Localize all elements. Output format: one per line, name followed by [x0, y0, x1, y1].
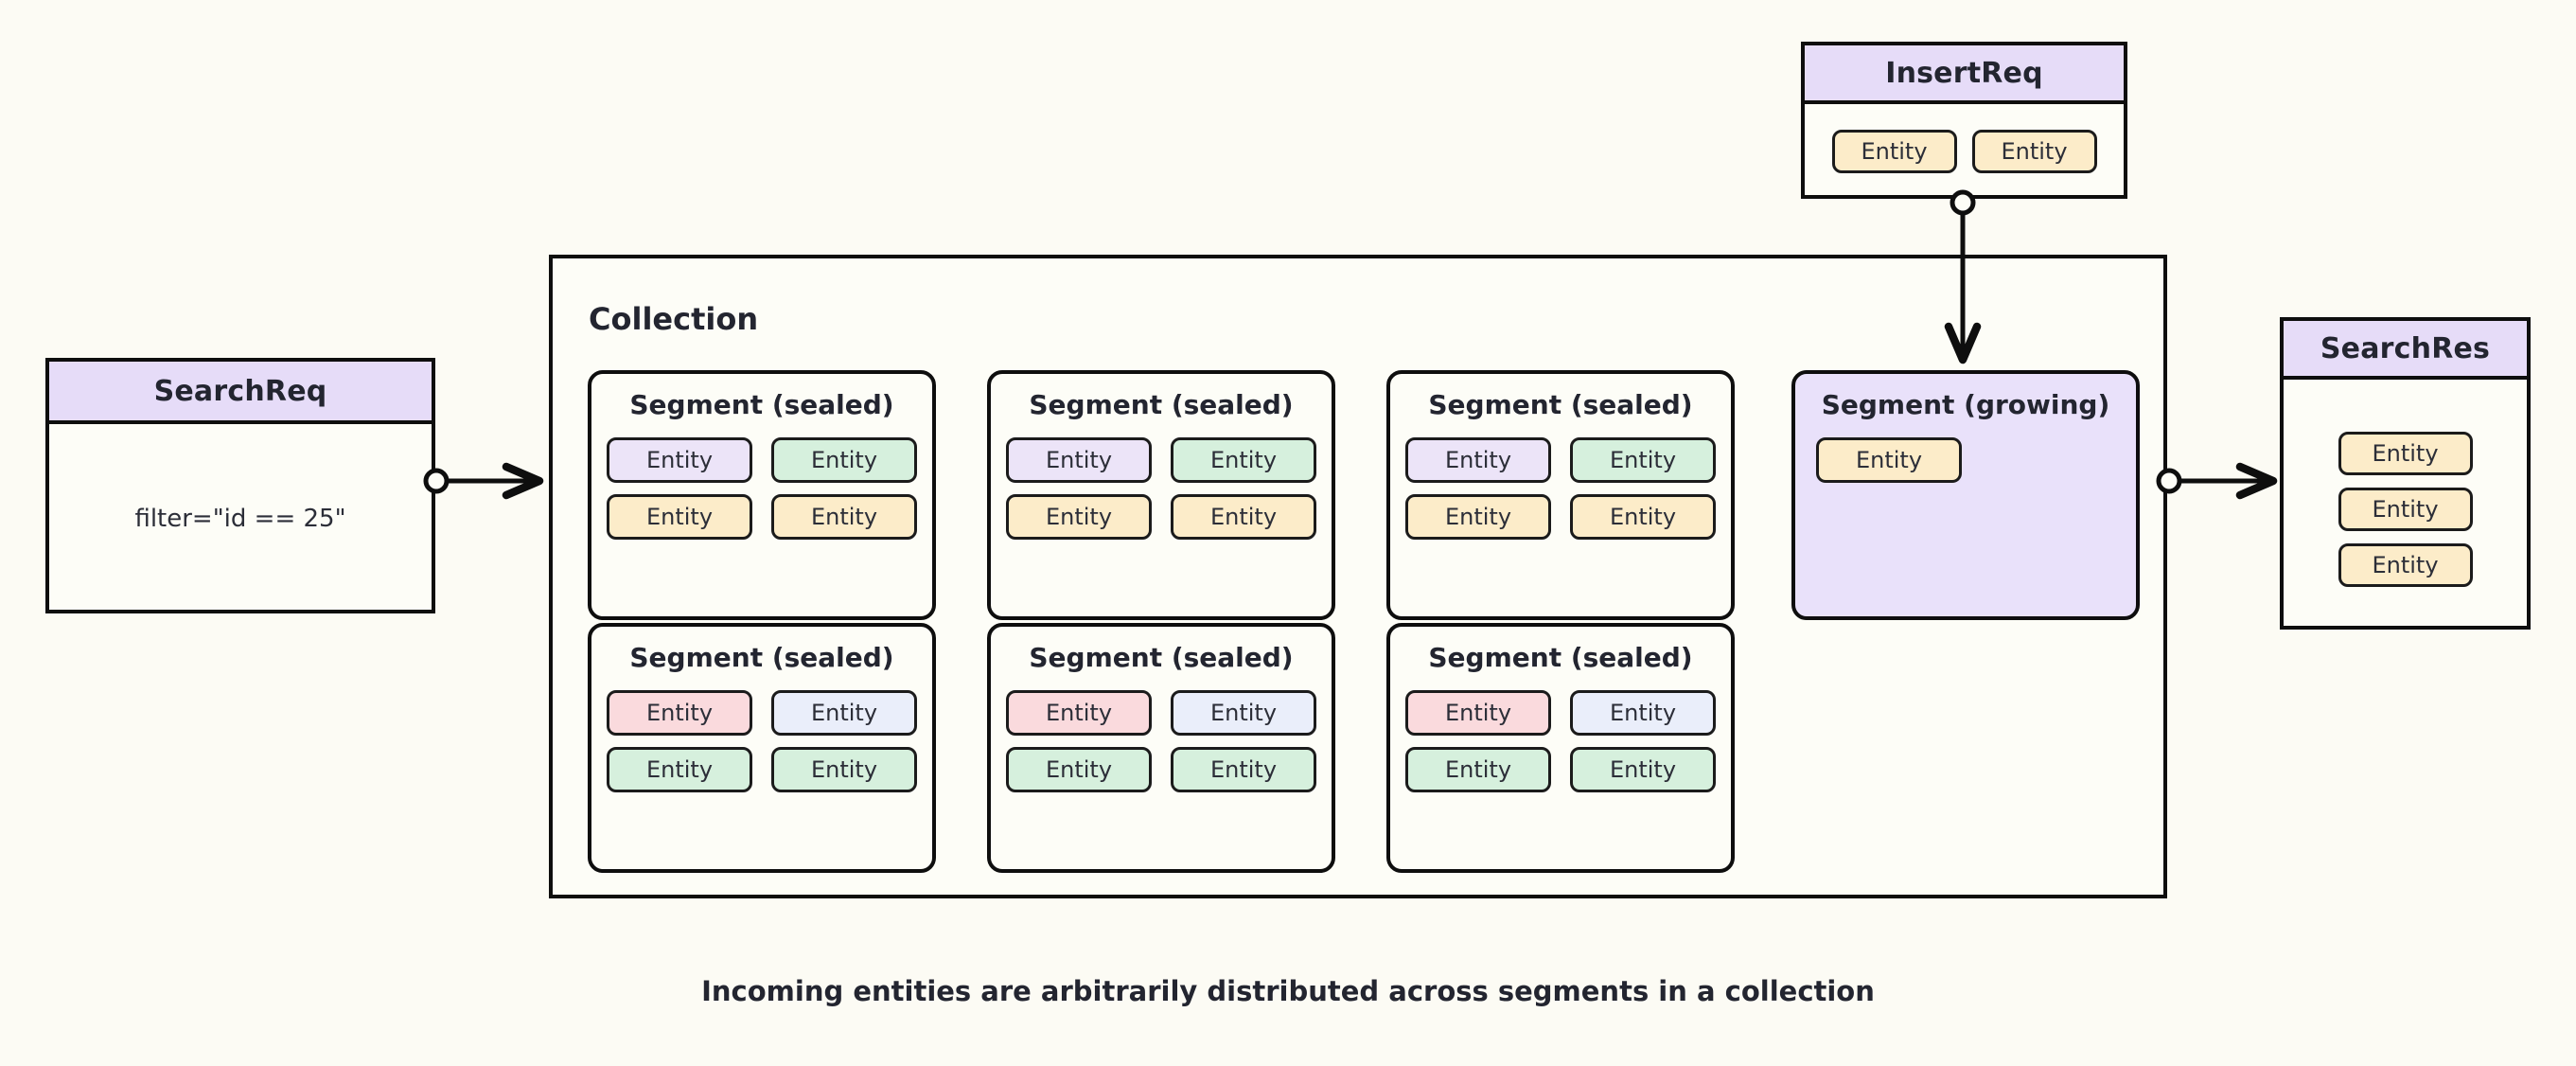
entity-chip: Entity: [771, 747, 917, 792]
entity-chip: Entity: [771, 494, 917, 540]
entity-chip: Entity: [1006, 437, 1152, 483]
entity-chip: Entity: [1171, 437, 1316, 483]
search-request-node: SearchReq filter="id == 25": [45, 358, 435, 613]
figure-caption: Incoming entities are arbitrarily distri…: [701, 975, 1875, 1007]
entity-chip: Entity: [607, 494, 752, 540]
entity-chip: Entity: [607, 747, 752, 792]
entity-chip: Entity: [2338, 543, 2473, 587]
entity-chip: Entity: [1006, 494, 1152, 540]
entity-chip: Entity: [1971, 130, 2097, 173]
entity-chip: Entity: [1171, 494, 1316, 540]
segment-title: Segment (growing): [1821, 389, 2110, 420]
insert-request-entity-list: Entity Entity: [1805, 104, 2124, 199]
entity-chip: Entity: [771, 437, 917, 483]
entity-chip: Entity: [1570, 690, 1716, 736]
connector-searchreq-to-collection: [423, 462, 544, 500]
entity-chip: Entity: [1831, 130, 1957, 173]
segment-title: Segment (sealed): [1029, 642, 1294, 673]
entity-chip: Entity: [1171, 690, 1316, 736]
entity-chip: Entity: [1405, 494, 1551, 540]
search-request-body: filter="id == 25": [49, 424, 432, 613]
entity-chip: Entity: [1405, 437, 1551, 483]
entity-chip: Entity: [607, 437, 752, 483]
entity-chip: Entity: [1816, 437, 1962, 483]
entity-chip: Entity: [1570, 747, 1716, 792]
entity-chip: Entity: [1405, 690, 1551, 736]
insert-request-node: InsertReq Entity Entity: [1801, 42, 2127, 199]
segment-title: Segment (sealed): [1029, 389, 1294, 420]
segment-title: Segment (sealed): [629, 642, 894, 673]
search-request-title: SearchReq: [49, 362, 432, 424]
entity-chip: Entity: [1006, 747, 1152, 792]
entity-chip: Entity: [607, 690, 752, 736]
segment-title: Segment (sealed): [1428, 389, 1693, 420]
entity-chip: Entity: [2338, 432, 2473, 475]
entity-chip: Entity: [1570, 437, 1716, 483]
entity-chip: Entity: [1171, 747, 1316, 792]
search-response-title: SearchRes: [2284, 321, 2527, 380]
segment-title: Segment (sealed): [629, 389, 894, 420]
entity-chip: Entity: [771, 690, 917, 736]
collection-label: Collection: [589, 301, 759, 337]
entity-chip: Entity: [1006, 690, 1152, 736]
growing-segment-slot: Segment (growing) Entity: [1791, 370, 2140, 620]
insert-request-title: InsertReq: [1805, 45, 2124, 104]
connector-collection-to-searchres: [2156, 462, 2278, 500]
segment-entity-grid: Entity: [1816, 437, 2115, 483]
segment-title: Segment (sealed): [1428, 642, 1693, 673]
entity-chip: Entity: [1405, 747, 1551, 792]
segment-card-growing: Segment (growing) Entity: [1791, 370, 2140, 620]
entity-chip: Entity: [2338, 488, 2473, 531]
entity-chip: Entity: [1570, 494, 1716, 540]
search-request-filter-text: filter="id == 25": [134, 505, 346, 533]
